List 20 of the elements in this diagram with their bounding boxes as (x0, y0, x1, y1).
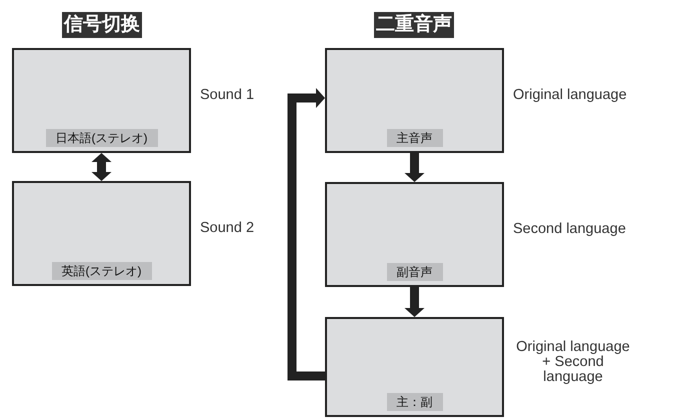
node-label: Original language (513, 88, 627, 103)
heading: 信号切换 (62, 12, 142, 38)
node-label: Original language + Second language (515, 340, 631, 384)
node-label: Sound 2 (200, 221, 254, 236)
screen-label: 日本語(ステレオ) (46, 129, 158, 147)
screen-box (12, 48, 191, 153)
arrow (404, 287, 424, 317)
arrow (92, 153, 112, 181)
node-label: Sound 1 (200, 88, 254, 103)
screen-box (12, 181, 191, 286)
screen-label: 主音声 (386, 129, 442, 147)
screen-box (325, 48, 504, 153)
screen-box (325, 317, 504, 417)
screen-label: 英語(ステレオ) (52, 262, 152, 280)
node-label: Second language (513, 222, 626, 237)
screen-box (325, 182, 504, 287)
heading: 二重音声 (374, 12, 454, 38)
screen-label: 副音声 (386, 263, 442, 281)
screen-label: 主：副 (386, 393, 442, 411)
arrow (404, 153, 424, 182)
